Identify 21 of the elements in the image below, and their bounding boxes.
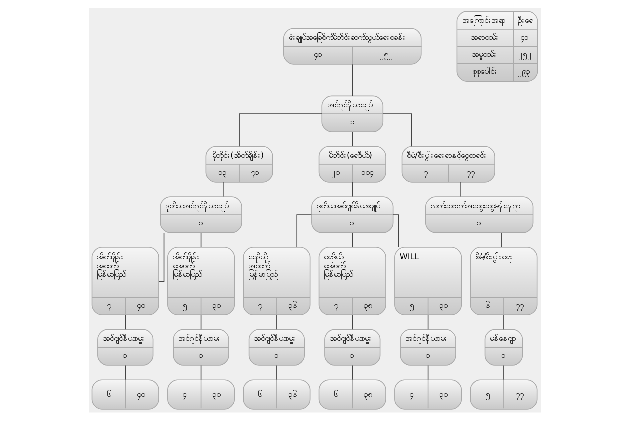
connector [125, 365, 126, 380]
connector [296, 214, 312, 248]
connector [352, 365, 354, 380]
connector [428, 365, 429, 380]
connector [352, 64, 354, 97]
connector [276, 314, 278, 330]
connector [276, 365, 278, 380]
connector [200, 365, 202, 380]
connector [352, 182, 354, 198]
connector [239, 114, 322, 147]
connector [200, 232, 202, 248]
connector [352, 314, 354, 330]
connector [460, 182, 461, 198]
connector [158, 232, 165, 282]
connector [125, 314, 126, 330]
connector [428, 314, 429, 330]
connector [382, 114, 412, 147]
connector [392, 214, 400, 248]
connector [200, 314, 202, 330]
connector [352, 132, 354, 147]
connector [352, 232, 354, 248]
